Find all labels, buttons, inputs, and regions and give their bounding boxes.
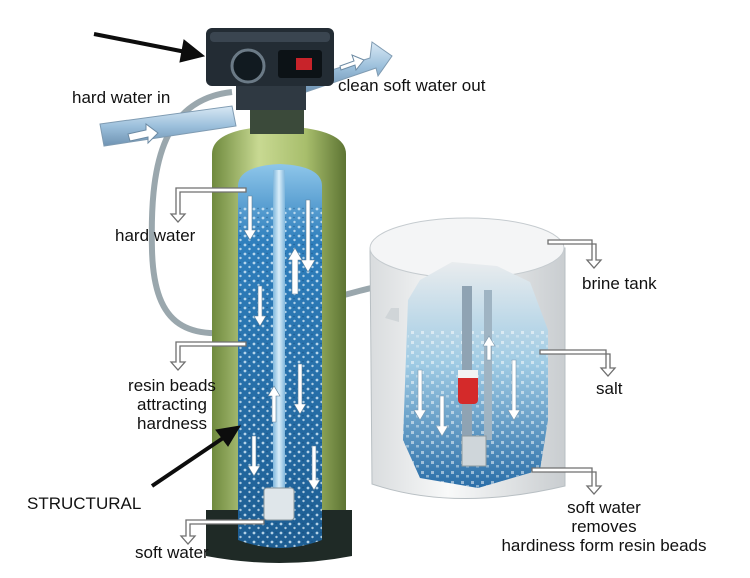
control-valve (206, 28, 334, 110)
label-resin-beads: resin beads attracting hardness (112, 376, 232, 433)
label-soft-water-removes-line-3: hardiness form resin beads (501, 536, 707, 555)
resin-tank (206, 108, 352, 563)
label-structural: STRUCTURAL (27, 494, 142, 513)
label-salt: salt (596, 379, 623, 398)
brine-flow-arrows (413, 335, 521, 437)
label-soft-water-removes-line-1: soft water (567, 498, 641, 517)
pointer-arrows (93, 32, 241, 488)
callout-arrows (169, 187, 617, 545)
label-soft-water: soft water (135, 543, 209, 562)
label-hard-water: hard water (115, 226, 196, 245)
label-hard-water-in: hard water in (72, 88, 171, 107)
label-clean-soft-water-out: clean soft water out (338, 76, 486, 95)
label-soft-water-removes: soft water removes hardiness form resin … (478, 498, 730, 555)
label-resin-beads-line-3: hardness (137, 414, 207, 433)
label-resin-beads-line-2: attracting (137, 395, 207, 414)
resin-flow-arrows (243, 195, 321, 491)
label-resin-beads-line-1: resin beads (128, 376, 216, 395)
label-soft-water-removes-line-2: removes (571, 517, 637, 536)
brine-tank (369, 217, 566, 500)
label-brine-tank: brine tank (582, 274, 657, 293)
